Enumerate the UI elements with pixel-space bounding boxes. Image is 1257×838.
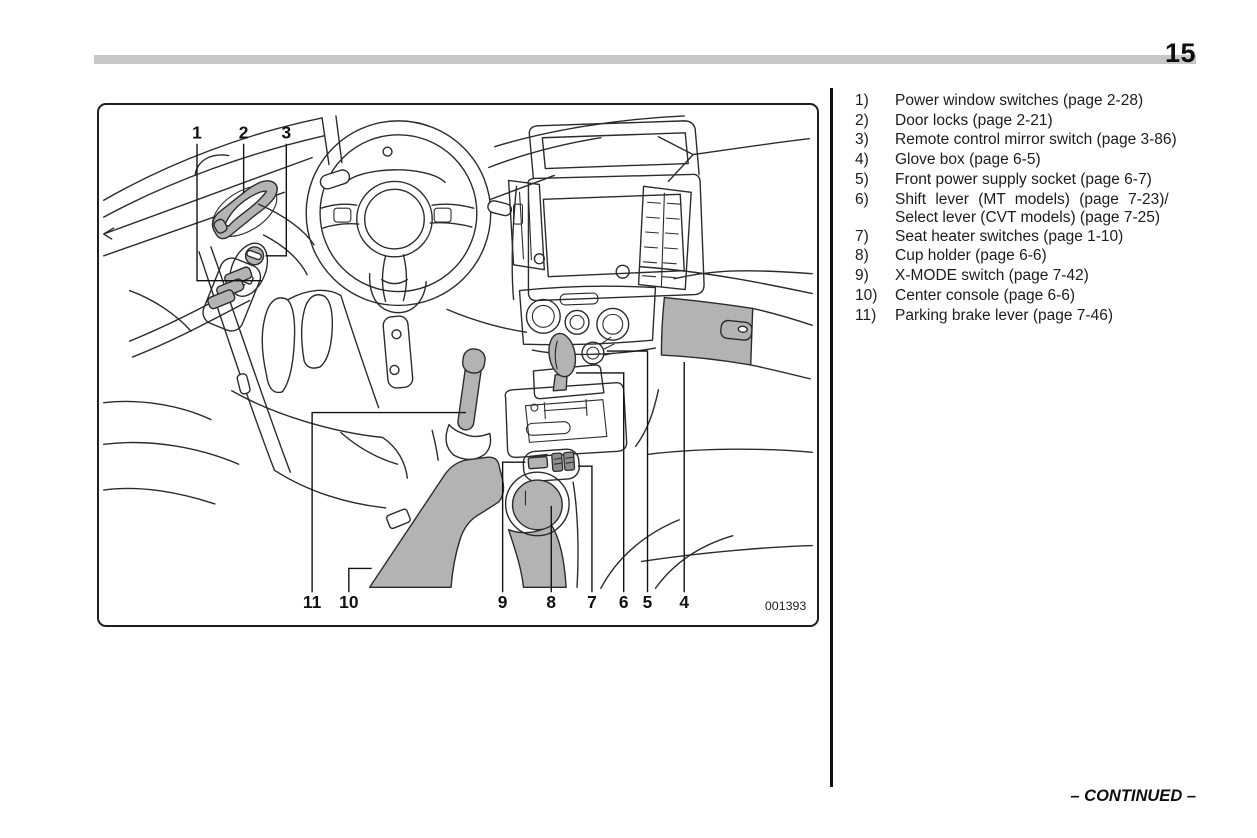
legend-item-7: 7) Seat heater switches (page 1-10)	[855, 227, 1200, 247]
page-number: 15	[1164, 38, 1196, 68]
interior-diagram-frame: 1 2 3 4 5 6 7 8 9 10 11 001393	[97, 103, 819, 627]
legend-item-text: Center console (page 6-6)	[895, 286, 1076, 304]
wiper-stalk	[487, 200, 513, 217]
door-panel	[103, 246, 291, 505]
legend-item-text: Parking brake lever (page 7-46)	[895, 306, 1113, 324]
glove-box	[634, 266, 813, 448]
legend-item-11: 11) Parking brake lever (page 7-46)	[855, 306, 1200, 326]
seat-heater-switches	[551, 451, 576, 472]
legend-item-text: Front power supply socket (page 6-7)	[895, 170, 1152, 188]
air-vent-left	[507, 179, 546, 271]
legend-item-6: 6) Shift lever (MT models) (page 7-23)/S…	[855, 190, 1200, 227]
legend-item-text: Remote control mirror switch (page 3-86)	[895, 131, 1177, 149]
legend-item-text: Power window switches (page 2-28)	[895, 92, 1144, 109]
legend-item-3: 3) Remote control mirror switch (page 3-…	[855, 130, 1200, 150]
legend-item-text: Cup holder (page 6-6)	[895, 247, 1047, 265]
legend-list: 1) Power window switches (page 2-28) 2) …	[855, 91, 1200, 325]
turn-signal-stalk	[319, 169, 351, 190]
seat-belt-anchor-plate	[382, 315, 414, 389]
column-divider	[830, 88, 833, 787]
callout-7-label: 7	[587, 592, 597, 612]
center-display	[528, 120, 700, 180]
legend-item-text: Glove box (page 6-5)	[895, 151, 1041, 169]
shifter-gate	[504, 364, 628, 459]
legend-item-text: Shift lever (MT models) (page 7-23)/Sele…	[895, 190, 1200, 227]
header-rule	[94, 55, 1196, 64]
legend-item-number: 8)	[855, 247, 869, 265]
legend-item-number: 6)	[855, 190, 869, 208]
legend-item-10: 10) Center console (page 6-6)	[855, 286, 1200, 306]
callout-5-label: 5	[643, 592, 653, 612]
callout-4-label: 4	[679, 592, 689, 612]
legend-item-number: 11)	[855, 306, 877, 324]
console-switch-panel	[522, 448, 580, 482]
seat-belt-buckle	[385, 508, 411, 530]
legend-item-number: 3)	[855, 131, 869, 149]
callout-3-label: 3	[281, 123, 291, 143]
x-mode-switch	[527, 453, 549, 470]
callout-10-label: 10	[339, 592, 358, 612]
legend-item-2: 2) Door locks (page 2-21)	[855, 111, 1200, 131]
callout-11-label: 11	[303, 592, 322, 612]
callout-8-label: 8	[546, 592, 556, 612]
legend-item-5: 5) Front power supply socket (page 6-7)	[855, 170, 1200, 190]
legend-item-4: 4) Glove box (page 6-5)	[855, 150, 1200, 170]
figure-code: 001393	[765, 599, 806, 613]
leader-lines	[196, 143, 685, 593]
legend-item-9: 9) X-MODE switch (page 7-42)	[855, 266, 1200, 286]
continued-marker: – CONTINUED –	[1070, 787, 1196, 805]
shift-lever	[548, 332, 577, 392]
cup-holder	[504, 471, 570, 537]
legend-item-text: X-MODE switch (page 7-42)	[895, 267, 1089, 285]
interior-diagram: 1 2 3 4 5 6 7 8 9 10 11 001393	[103, 115, 813, 613]
callout-6-label: 6	[619, 592, 629, 612]
legend-item-text: Seat heater switches (page 1-10)	[895, 227, 1124, 245]
door-handle	[211, 180, 278, 240]
legend-item-text-line2: Select lever (CVT models) (page 7-25)	[895, 209, 1161, 227]
seats	[231, 289, 439, 530]
legend-item-number: 9)	[855, 267, 869, 285]
legend-item-text: Door locks (page 2-21)	[895, 111, 1053, 129]
power-socket	[581, 336, 615, 365]
legend-item-number: 10)	[855, 286, 878, 304]
infotainment-screen	[527, 173, 705, 302]
air-vent-right	[637, 185, 692, 291]
legend-item-text-line1: Shift lever (MT models) (page 7-23)/	[895, 190, 1169, 208]
parking-brake-lever	[445, 348, 492, 461]
legend-item-number: 1)	[855, 92, 869, 109]
rear-seat-lines	[600, 448, 813, 589]
callout-1-label: 1	[192, 123, 202, 143]
legend-item-number: 5)	[855, 170, 869, 188]
steering-wheel	[305, 120, 513, 314]
callout-2-label: 2	[239, 123, 249, 143]
legend-item-8: 8) Cup holder (page 6-6)	[855, 246, 1200, 266]
legend-item-1: 1) Power window switches (page 2-28)	[855, 91, 1200, 111]
legend-item-number: 7)	[855, 227, 869, 245]
legend-item-number: 4)	[855, 151, 869, 169]
legend-item-number: 2)	[855, 111, 869, 129]
callout-9-label: 9	[498, 592, 508, 612]
dashboard	[257, 115, 810, 333]
